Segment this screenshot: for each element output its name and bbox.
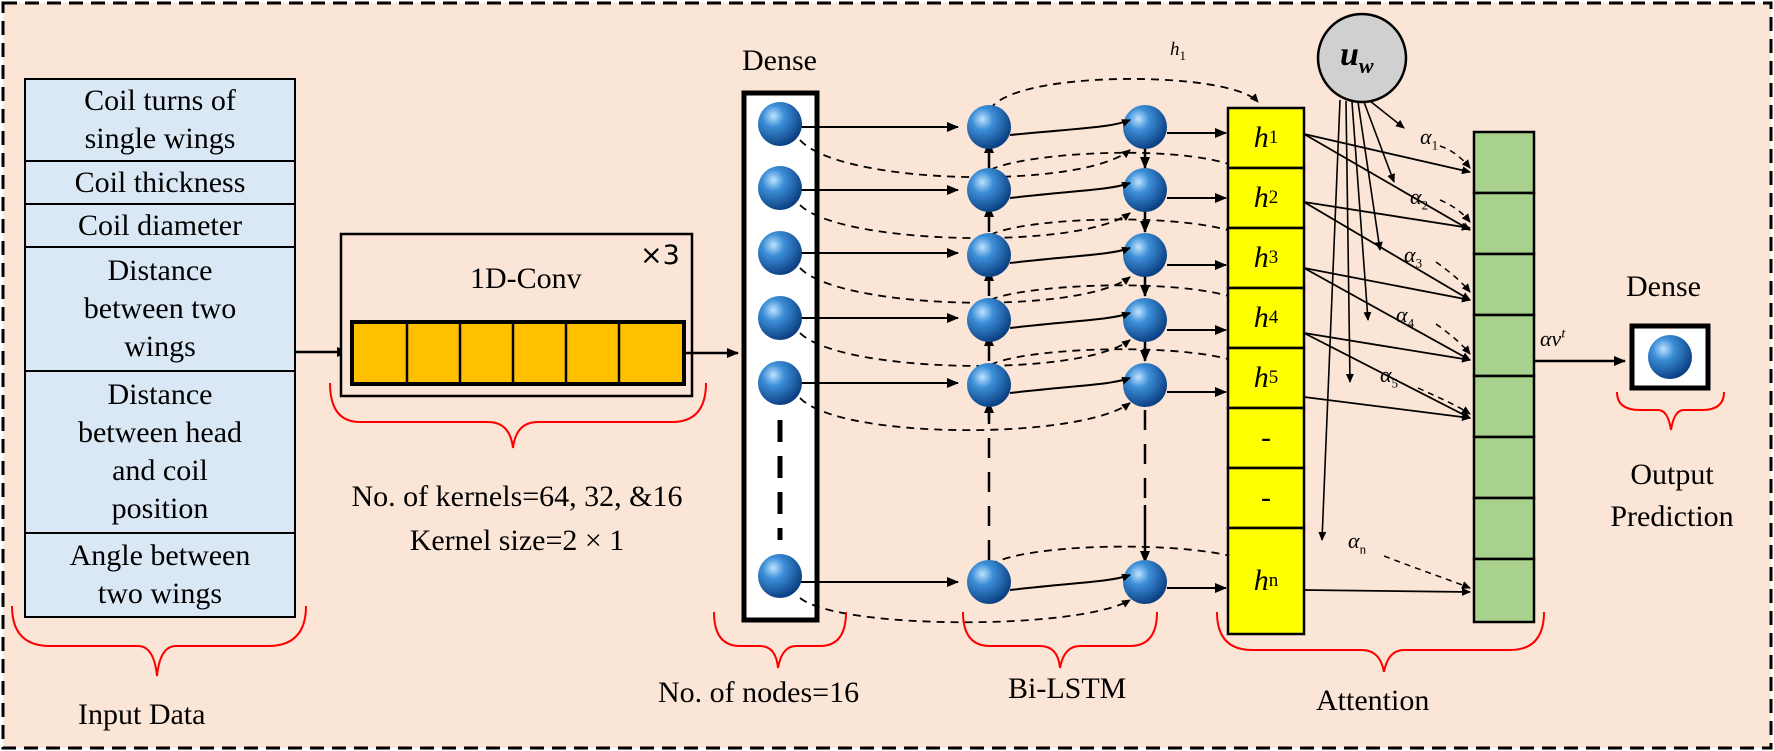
uw-sub: w <box>1358 52 1374 78</box>
alpha-5-sub: 5 <box>1391 375 1399 391</box>
uw-fan-arrows <box>1318 99 1405 541</box>
alpha-3: α3 <box>1404 242 1422 271</box>
uw-context-circle <box>1316 12 1408 104</box>
alpha-4-sub: 4 <box>1407 315 1415 331</box>
h-cells-column <box>1226 106 1306 636</box>
attention-output-label: αvt <box>1540 326 1565 352</box>
h-cell-n-base: h <box>1253 564 1269 597</box>
h-cell-ellipsis-1: - <box>1228 408 1304 468</box>
input-data-caption: Input Data <box>78 698 206 731</box>
h-cell-4-sub: 4 <box>1268 307 1279 328</box>
lstm-to-h-arrows <box>1167 128 1227 593</box>
h-cell-1-base: h <box>1253 121 1269 154</box>
input-feature-coil-diameter: Coil diameter <box>24 203 296 248</box>
alpha-n-sub: n <box>1359 541 1367 557</box>
h-cell-n-sub: n <box>1268 570 1279 591</box>
output-caption-line1: Output <box>1630 458 1714 491</box>
alpha-n: αn <box>1348 528 1366 557</box>
attention-output-sup: t <box>1561 326 1566 342</box>
attention-output-column <box>1472 130 1536 624</box>
h-cell-3-base: h <box>1253 241 1269 274</box>
conv-title: 1D-Conv <box>470 262 582 295</box>
conv-cells <box>405 322 621 384</box>
dense-nodes <box>758 102 802 598</box>
dense-title: Dense <box>742 44 817 77</box>
conv-kernel-size-text: Kernel size=2 × 1 <box>409 524 625 557</box>
h-cell-2-base: h <box>1253 181 1269 214</box>
lstm-h-labels: h1 <box>1170 39 1186 63</box>
h-cell-5-sub: 5 <box>1268 367 1279 388</box>
input-feature-distance-wings: Distance between two wings <box>24 246 296 372</box>
alpha-2: α2 <box>1410 184 1428 213</box>
alpha-3-base: α <box>1404 242 1416 267</box>
uw-base: u <box>1340 36 1359 73</box>
alpha-2-sub: 2 <box>1421 197 1429 213</box>
alpha-4-base: α <box>1396 302 1408 327</box>
dense-caption: No. of nodes=16 <box>658 676 860 709</box>
lstm-forward-nodes <box>967 105 1011 604</box>
alpha-1-base: α <box>1420 124 1432 149</box>
output-node <box>1648 335 1692 379</box>
output-dense-title: Dense <box>1626 270 1701 303</box>
alpha-1-sub: 1 <box>1431 137 1439 153</box>
conv-repeat-label: ×3 <box>640 240 680 271</box>
alpha-1: α1 <box>1420 124 1438 153</box>
uw-label: uw <box>1340 36 1374 79</box>
attention-output-base: αv <box>1540 326 1562 351</box>
h-cell-5-base: h <box>1253 361 1269 394</box>
alpha-4: α4 <box>1396 302 1414 331</box>
lstm-backward-nodes <box>1123 105 1167 604</box>
alpha-3-sub: 3 <box>1415 255 1423 271</box>
h-cell-1-sub: 1 <box>1268 127 1279 148</box>
conv-filter-frame <box>350 320 686 386</box>
h-cell-ellipsis-2: - <box>1228 468 1304 528</box>
input-feature-distance-head-coil: Distance between head and coil position <box>24 370 296 534</box>
lstm-cross-arrows <box>1009 119 1131 591</box>
h-cell-2-sub: 2 <box>1268 187 1279 208</box>
input-feature-angle-wings: Angle between two wings <box>24 532 296 618</box>
input-feature-coil-turns: Coil turns of single wings <box>24 78 296 162</box>
alpha-5: α5 <box>1380 362 1398 391</box>
h-to-output-arrows <box>1303 133 1471 596</box>
alpha-2-base: α <box>1410 184 1422 209</box>
output-caption-line2: Prediction <box>1610 500 1734 533</box>
h-cell-7-base: - <box>1261 481 1271 514</box>
alpha-n-base: α <box>1348 528 1360 553</box>
alpha-dashed-arrows <box>1383 145 1471 589</box>
bilstm-caption: Bi-LSTM <box>1008 672 1127 705</box>
h-cell-4-base: h <box>1253 301 1269 334</box>
dense-skip-dashed-curves <box>799 139 1131 624</box>
dense-to-lstm-arrows <box>800 122 959 587</box>
conv-kernels-text: No. of kernels=64, 32, &16 <box>351 480 683 513</box>
alpha-5-base: α <box>1380 362 1392 387</box>
h-cell-3-sub: 3 <box>1268 247 1279 268</box>
red-braces <box>11 382 1725 677</box>
attention-caption: Attention <box>1316 684 1430 717</box>
h-cell-6-base: - <box>1261 421 1271 454</box>
input-feature-coil-thickness: Coil thickness <box>24 160 296 205</box>
